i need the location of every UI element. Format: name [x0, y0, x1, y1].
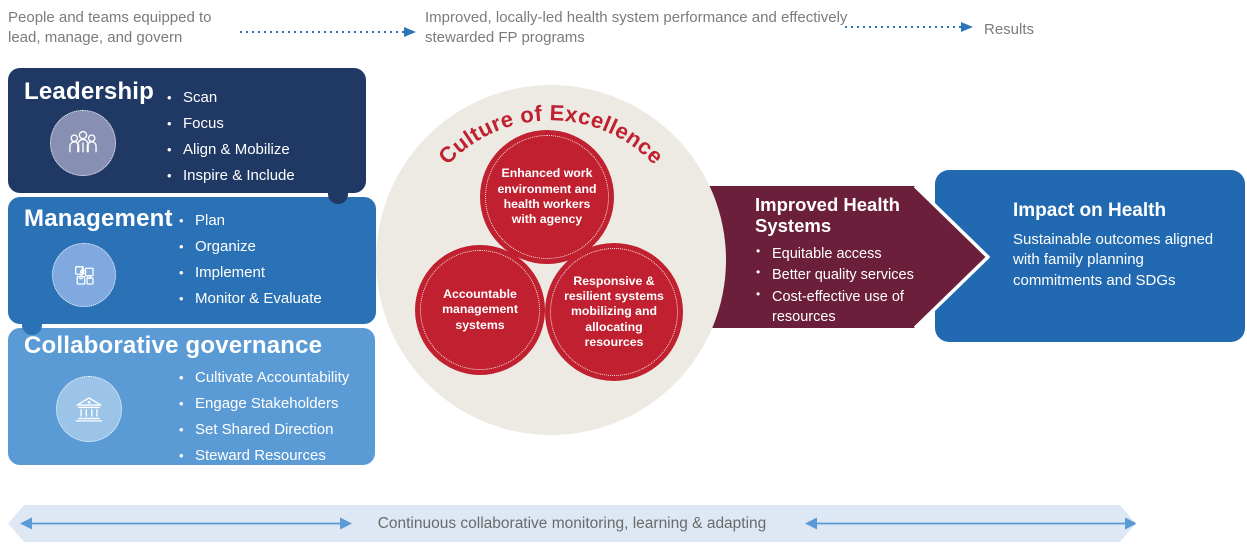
- ihs-item: Better quality services: [755, 264, 935, 286]
- culture-circle-label: Enhanced work environment and health wor…: [497, 166, 597, 227]
- leadership-bullet-list: Scan Focus Align & Mobilize Inspire & In…: [166, 86, 295, 190]
- leadership-item: Focus: [166, 112, 295, 136]
- impact-title: Impact on Health: [1013, 200, 1167, 221]
- double-arrow-right-icon: [805, 515, 1137, 532]
- management-item: Plan: [178, 209, 322, 233]
- improved-health-systems-list: Equitable access Better quality services…: [755, 243, 935, 328]
- improved-health-systems-content: Improved Health Systems Equitable access…: [755, 194, 950, 329]
- puzzle-pieces-icon: [52, 243, 116, 307]
- results-label: Results: [984, 21, 1035, 38]
- management-item: Monitor & Evaluate: [178, 287, 322, 311]
- government-building-icon: [56, 376, 122, 442]
- collaborative-governance-box: Collaborative governance Cultivate Accou…: [8, 328, 375, 468]
- flow-arrow-1-icon: [240, 27, 416, 37]
- ihs-item: Cost-effective use of resources: [755, 286, 935, 328]
- people-group-icon: [50, 110, 116, 176]
- governance-item: Set Shared Direction: [178, 418, 349, 442]
- management-item: Organize: [178, 235, 322, 259]
- culture-circle-label: Accountable management systems: [442, 286, 518, 332]
- leadership-box: Leadership Scan Focus Align & Mobilize I…: [8, 68, 366, 193]
- impact-description: Sustainable outcomes aligned with family…: [1013, 231, 1214, 289]
- improved-health-systems-title: Improved Health Systems: [755, 194, 900, 237]
- leadership-title: Leadership: [24, 78, 155, 105]
- leadership-item: Align & Mobilize: [166, 138, 295, 162]
- accountable-management-circle: Accountable management systems: [415, 245, 545, 375]
- bottom-bar-label: Continuous collaborative monitoring, lea…: [377, 514, 767, 532]
- output-label: Improved, locally-led health system perf…: [425, 9, 848, 47]
- continuous-monitoring-bar: Continuous collaborative monitoring, lea…: [8, 505, 1136, 542]
- leadership-item: Scan: [166, 86, 295, 110]
- management-connector-tab: [22, 324, 42, 335]
- double-arrow-left-icon: [20, 515, 352, 532]
- leadership-connector-tab: [328, 193, 348, 204]
- leadership-item: Inspire & Include: [166, 164, 295, 188]
- governance-bullet-list: Cultivate Accountability Engage Stakehol…: [178, 366, 349, 470]
- enhanced-work-environment-circle: Enhanced work environment and health wor…: [480, 130, 614, 264]
- governance-title: Collaborative governance: [24, 332, 323, 359]
- flow-arrow-2-icon: [845, 22, 973, 32]
- management-bullet-list: Plan Organize Implement Monitor & Evalua…: [178, 209, 322, 313]
- ihs-item: Equitable access: [755, 243, 935, 265]
- input-label: People and teams equipped to lead, manag…: [8, 9, 212, 47]
- governance-item: Cultivate Accountability: [178, 366, 349, 390]
- management-item: Implement: [178, 261, 322, 285]
- culture-circle-label: Responsive & resilient systems mobilizin…: [564, 273, 664, 350]
- management-title: Management: [24, 205, 173, 232]
- responsive-resilient-circle: Responsive & resilient systems mobilizin…: [545, 243, 683, 381]
- governance-item: Steward Resources: [178, 444, 349, 468]
- governance-item: Engage Stakeholders: [178, 392, 349, 416]
- management-box: Management Plan Organize Implement Monit…: [8, 197, 376, 324]
- culture-of-excellence-circle: Culture of Excellence Enhanced work envi…: [376, 85, 726, 435]
